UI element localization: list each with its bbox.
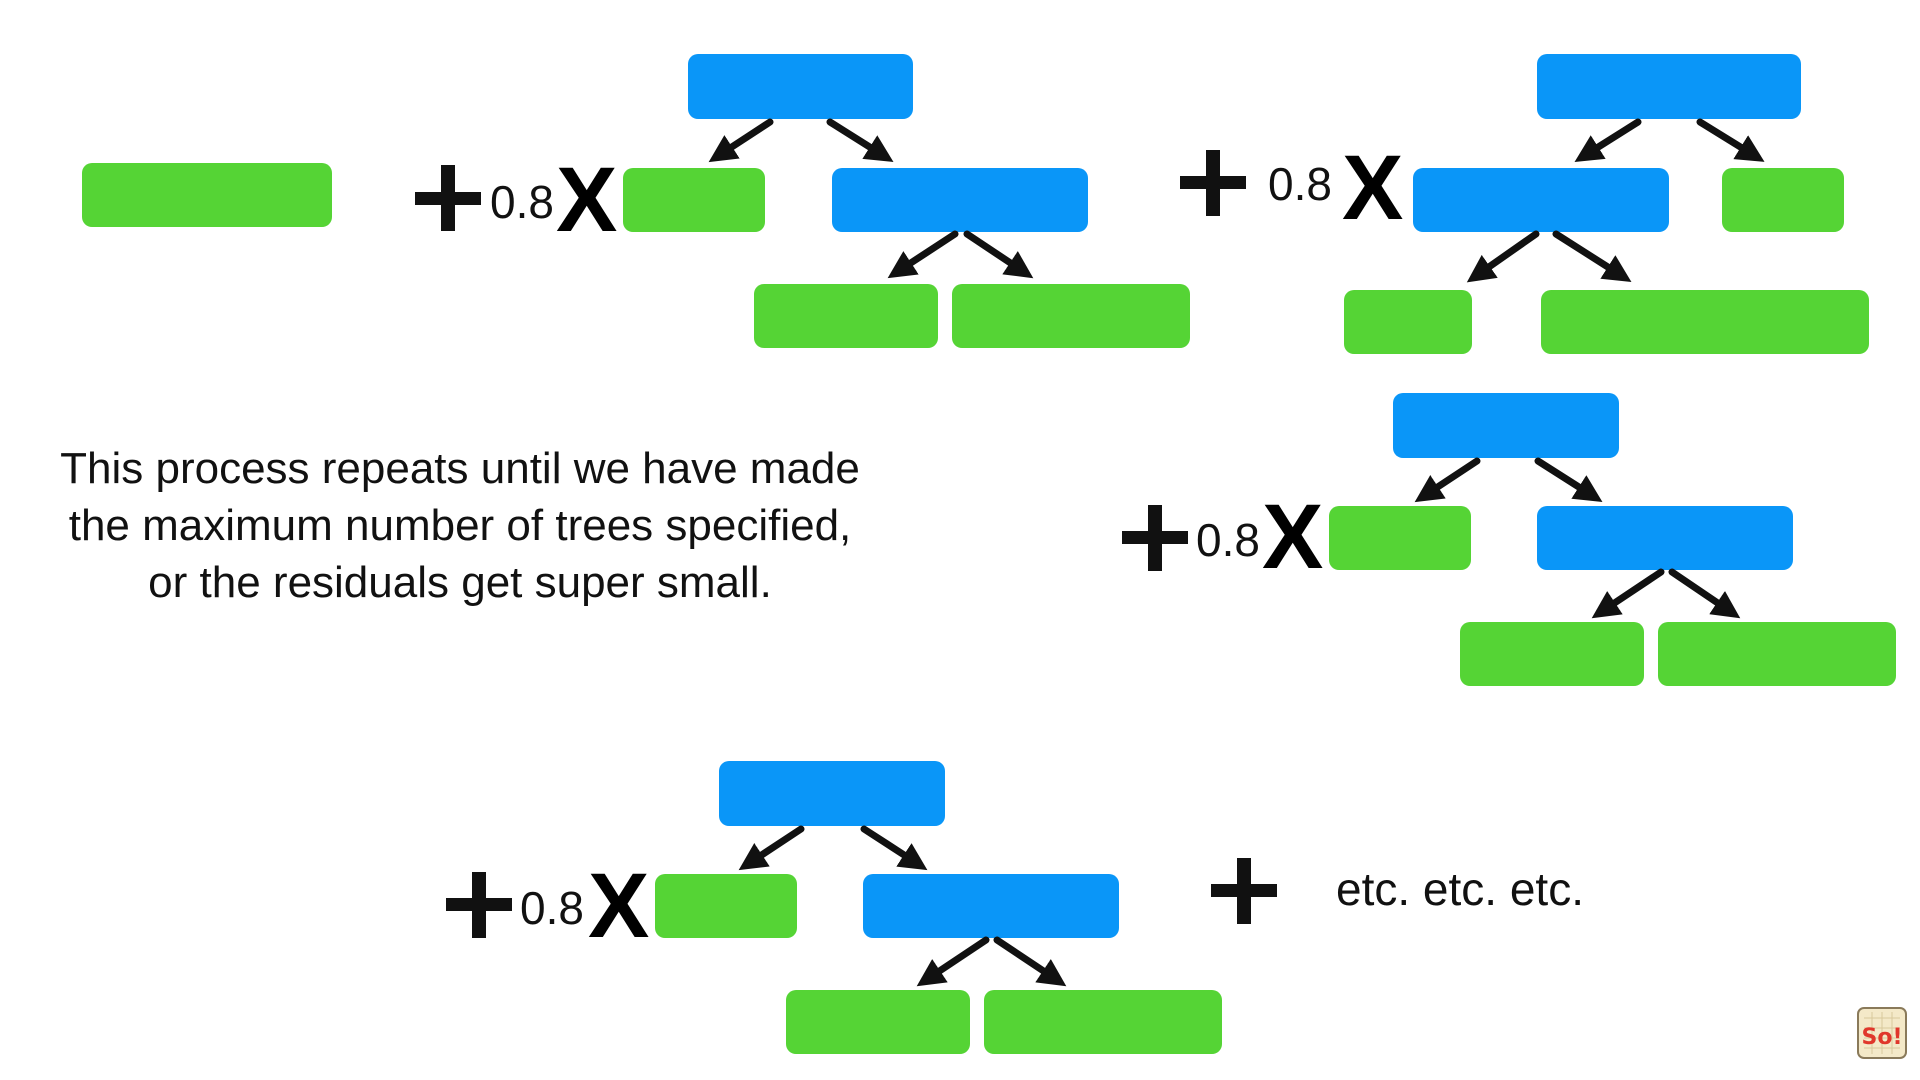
tree-2: 0.8 X <box>1180 54 1869 354</box>
arrow-left <box>1591 568 1665 619</box>
plus-sign-final <box>1211 858 1277 924</box>
learning-rate-label: 0.8 <box>520 882 584 934</box>
arrow-right <box>1668 568 1741 619</box>
root-node <box>1393 393 1619 458</box>
multiply-sign: X <box>1262 486 1323 588</box>
root-node <box>688 54 913 119</box>
plus-sign <box>1180 150 1246 216</box>
tree-4: 0.8 X <box>446 761 1222 1054</box>
arrow-left <box>916 936 990 987</box>
leaf <box>1329 506 1471 570</box>
arrow-right <box>1552 230 1632 283</box>
description-text: This process repeats until we have made … <box>60 444 860 607</box>
leaf <box>623 168 765 232</box>
arrow-right <box>1696 118 1765 162</box>
arrow-right <box>1534 457 1603 503</box>
leaf <box>1460 622 1644 686</box>
leaf <box>1722 168 1844 232</box>
arrow-left <box>708 118 774 163</box>
leaf <box>754 284 938 348</box>
arrow-right <box>826 118 894 162</box>
arrow-right <box>993 936 1067 987</box>
leaf <box>1541 290 1869 354</box>
continuation-text: etc. etc. etc. <box>1336 863 1584 915</box>
root-node <box>719 761 945 826</box>
tree-3: 0.8 X <box>1122 393 1896 686</box>
plus-sign <box>446 872 512 938</box>
initial-prediction-leaf <box>82 163 332 227</box>
leaf <box>655 874 797 938</box>
leaf <box>1658 622 1896 686</box>
learning-rate-label: 0.8 <box>1268 158 1332 210</box>
internal-node <box>1537 506 1793 570</box>
multiply-sign: X <box>556 149 617 251</box>
tree-1: 0.8 X <box>415 54 1190 348</box>
multiply-sign: X <box>588 855 649 957</box>
arrow-right <box>860 825 928 871</box>
logo-text: So! <box>1862 1025 1903 1050</box>
leaf <box>952 284 1190 348</box>
arrow-left <box>887 230 959 279</box>
arrow-left <box>738 825 805 871</box>
statquest-logo-icon: So! <box>1857 1007 1907 1059</box>
arrow-left <box>1414 457 1481 503</box>
internal-node <box>832 168 1088 232</box>
arrow-left <box>1466 230 1540 283</box>
learning-rate-label: 0.8 <box>1196 514 1260 566</box>
multiply-sign: X <box>1342 137 1403 239</box>
plus-sign <box>415 165 481 231</box>
root-node <box>1537 54 1801 119</box>
leaf <box>786 990 970 1054</box>
plus-sign <box>1122 505 1188 571</box>
learning-rate-label: 0.8 <box>490 176 554 228</box>
arrow-right <box>963 230 1034 279</box>
leaf <box>1344 290 1472 354</box>
internal-node <box>863 874 1119 938</box>
leaf <box>984 990 1222 1054</box>
internal-node <box>1413 168 1669 232</box>
arrow-left <box>1574 118 1642 162</box>
